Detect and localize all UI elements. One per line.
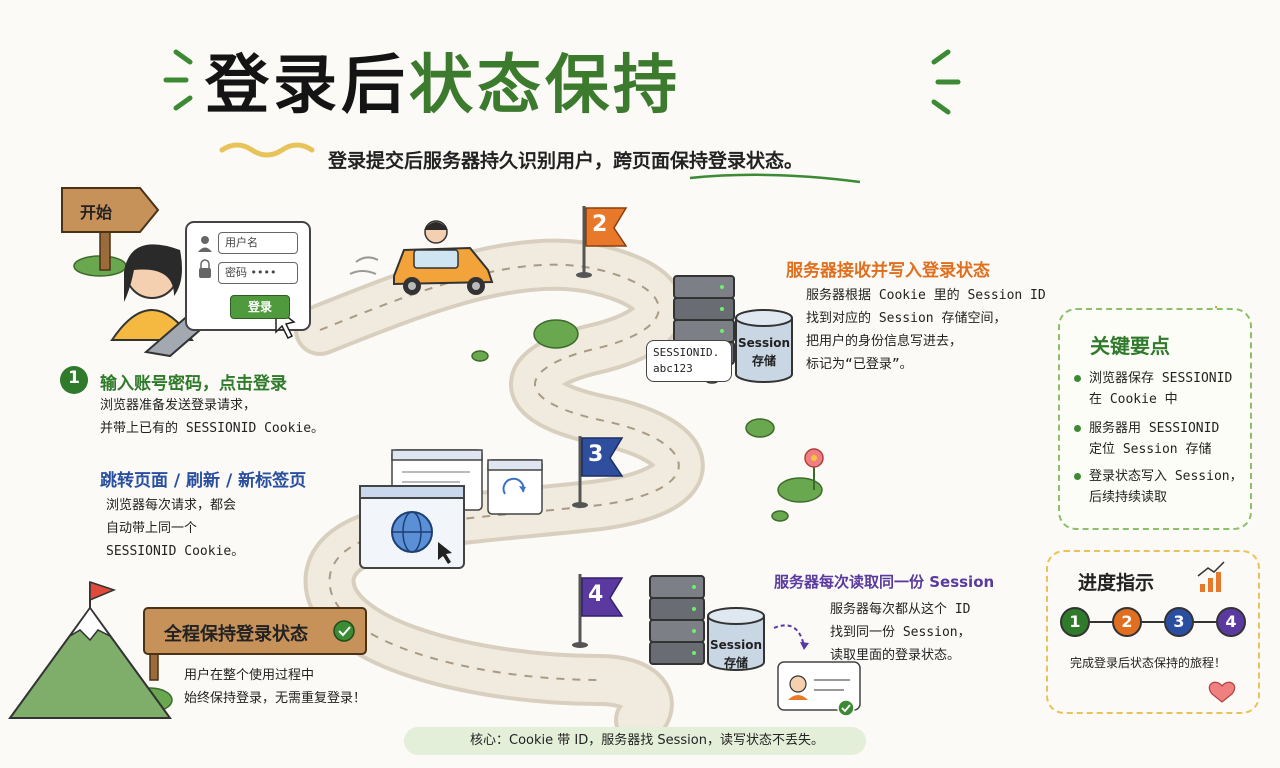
step3-desc-line1: 浏览器每次请求，都会 [106,498,237,513]
step1-desc-line1: 浏览器准备发送登录请求， [100,398,257,413]
browser-window-front [359,485,465,569]
final-desc: 用户在整个使用过程中 始终保持登录，无需重复登录！ [184,664,366,710]
subtitle-underline [689,173,861,184]
step1-badge-circle [60,366,88,394]
key-points-panel: 关键要点 浏览器保存 SESSIONID 在 Cookie 中 服务器用 SES… [1058,308,1252,530]
session-store-label-bottom: Session 存储 [708,636,764,672]
step2-desc: 服务器根据 Cookie 里的 Session ID 找到对应的 Session… [806,284,1046,376]
road-center-dash [319,263,680,681]
progress-step-2: 2 [1112,607,1142,637]
flower-decoration [804,448,824,490]
progress-caption: 完成登录后状态保持的旅程！ [1070,656,1227,670]
key-point-3-line1: 登录状态写入 Session， [1089,469,1243,484]
step3-desc-line3: SESSIONID Cookie。 [106,544,245,559]
flag-4 [572,574,624,648]
session-store-bottom-line1: Session [710,638,762,652]
step2-desc-line2: 找到对应的 Session 存储空间， [806,311,1007,326]
progress-step-3: 3 [1164,607,1194,637]
final-wooden-sign [143,607,367,681]
read-arrow [773,624,805,647]
flag-3 [572,436,624,508]
password-input[interactable]: 密码 •••• [218,262,298,284]
password-label: 密码 [225,266,247,279]
title-part1: 登录后 [205,49,409,123]
key-point-1: 浏览器保存 SESSIONID 在 Cookie 中 [1074,368,1232,410]
password-mask: •••• [250,266,277,279]
flag2-number: 2 [592,212,608,237]
login-button[interactable]: 登录 [230,295,290,319]
browser-window-refresh [487,459,543,515]
final-title: 全程保持登录状态 [164,624,308,645]
progress-title: 进度指示 [1078,572,1155,594]
key-point-3: 登录状态写入 Session， 后续持续读取 [1074,466,1243,508]
step2-desc-line4: 标记为“已登录”。 [806,357,913,372]
step3-title: 跳转页面 / 刷新 / 新标签页 [100,471,307,491]
key-point-2-line1: 服务器用 SESSIONID [1089,421,1220,436]
bullet-dot [1074,473,1081,480]
title-underline-squiggle [219,142,315,158]
start-signpost [61,187,160,271]
step4-desc-line2: 找到同一份 Session， [830,625,971,640]
step3-desc-line2: 自动带上同一个 [106,521,198,536]
step2-desc-line3: 把用户的身份信息写进去， [806,334,963,349]
core-note-bar: 核心：Cookie 带 ID，服务器找 Session，读写状态不丢失。 [404,727,866,755]
step2-desc-line1: 服务器根据 Cookie 里的 Session ID [806,288,1046,303]
server-rack-bottom [649,575,705,665]
session-storage-bottom [707,607,765,671]
session-id-line2: abc123 [653,362,693,375]
session-store-line2: 存储 [751,354,776,368]
flag-2 [576,206,628,278]
key-point-3-line2: 后续持续读取 [1089,490,1168,505]
core-note-text: 核心：Cookie 带 ID，服务器找 Session，读写状态不丢失。 [470,733,824,748]
step4-title: 服务器每次读取同一份 Session [774,573,995,591]
progress-step-1: 1 [1060,607,1090,637]
page-title: 登录后状态保持 [205,34,681,126]
step4-desc-line3: 读取里面的登录状态。 [830,648,961,663]
bullet-dot [1074,375,1081,382]
session-id-card: SESSIONID. abc123 [646,340,732,382]
lock-icon [199,259,211,278]
session-id-line1: SESSIONID. [653,346,720,359]
progress-panel: 进度指示 完成登录后状态保持的旅程！ [1046,550,1260,714]
start-sign-label: 开始 [80,203,113,222]
session-store-bottom-line2: 存储 [723,656,748,670]
username-input[interactable]: 用户名 [218,232,298,254]
mountain-illustration [8,580,172,719]
step1-number: 1 [68,368,80,388]
page-subtitle: 登录提交后服务器持久识别用户，跨页面保持登录状态。 [328,150,804,172]
session-store-line1: Session [738,336,790,350]
progress-step-4: 4 [1216,607,1246,637]
flag3-number: 3 [588,442,604,467]
title-sparkle-decoration [163,49,961,115]
key-points-title: 关键要点 [1090,334,1170,358]
bullet-dot [1074,425,1081,432]
key-point-2: 服务器用 SESSIONID 定位 Session 存储 [1074,418,1219,460]
final-desc-line1: 用户在整个使用过程中 [184,668,315,683]
step1-desc-line2: 并带上已有的 SESSIONID Cookie。 [100,421,325,436]
session-storage-top [735,309,793,383]
step4-desc: 服务器每次都从这个 ID 找到同一份 Session， 读取里面的登录状态。 [830,598,971,667]
car-illustration [349,220,494,295]
step1-title: 输入账号密码，点击登录 [100,374,287,394]
step2-title: 服务器接收并写入登录状态 [786,261,990,281]
key-point-1-line2: 在 Cookie 中 [1089,392,1178,407]
step4-desc-line1: 服务器每次都从这个 ID [830,602,971,617]
user-profile-card [777,661,861,717]
user-icon [198,236,212,252]
title-part2: 状态保持 [409,49,681,123]
session-store-label-top: Session 存储 [736,334,792,370]
heart-icon [1208,681,1236,703]
step1-desc: 浏览器准备发送登录请求， 并带上已有的 SESSIONID Cookie。 [100,394,324,440]
final-desc-line2: 始终保持登录，无需重复登录！ [184,691,367,706]
key-point-1-line1: 浏览器保存 SESSIONID [1089,371,1233,386]
step3-desc: 浏览器每次请求，都会 自动带上同一个 SESSIONID Cookie。 [106,494,244,563]
flag4-number: 4 [588,582,604,607]
growth-chart-icon [1197,561,1225,592]
key-point-2-line2: 定位 Session 存储 [1089,442,1212,457]
